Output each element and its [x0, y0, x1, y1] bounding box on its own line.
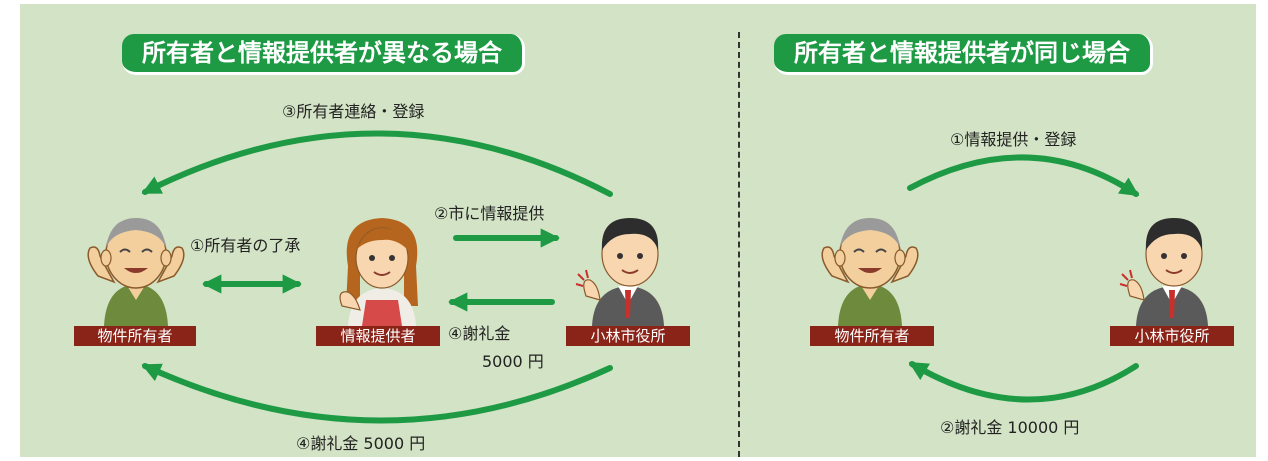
tag-owner-right: 物件所有者	[810, 326, 934, 346]
arrow-owner-contact	[141, 130, 613, 197]
owner-illustration	[87, 218, 185, 326]
arrow-info-register	[907, 154, 1140, 197]
label-reward-provider-1: ④謝礼金	[448, 324, 511, 343]
label-owner-consent: ①所有者の了承	[190, 236, 301, 255]
city-official-illustration-right	[1119, 218, 1208, 326]
label-reward-provider-2: 5000 円	[482, 352, 544, 371]
label-owner-contact: ③所有者連絡・登録	[282, 102, 425, 121]
label-reward-10000: ②謝礼金 10000 円	[940, 418, 1080, 437]
label-reward-owner: ④謝礼金 5000 円	[296, 434, 426, 453]
diagram-canvas: 所有者と情報提供者が異なる場合 所有者と情報提供者が同じ場合 ③所有者連絡・登録…	[20, 4, 1256, 457]
tag-provider: 情報提供者	[316, 326, 440, 346]
provider-illustration	[339, 218, 418, 326]
panel-divider	[738, 32, 740, 457]
owner-illustration-right	[821, 218, 919, 326]
tag-city: 小林市役所	[566, 326, 690, 346]
label-provide-to-city: ②市に情報提供	[434, 204, 545, 223]
label-info-register: ①情報提供・登録	[950, 130, 1077, 149]
right-panel-title: 所有者と情報提供者が同じ場合	[774, 34, 1153, 75]
arrow-reward-owner	[141, 363, 613, 424]
city-official-illustration	[575, 218, 664, 326]
arrows-layer	[141, 130, 1140, 424]
tag-city-right: 小林市役所	[1110, 326, 1234, 346]
tag-owner: 物件所有者	[74, 326, 196, 346]
left-panel-title: 所有者と情報提供者が異なる場合	[122, 34, 525, 75]
arrow-reward-10000	[908, 361, 1139, 403]
